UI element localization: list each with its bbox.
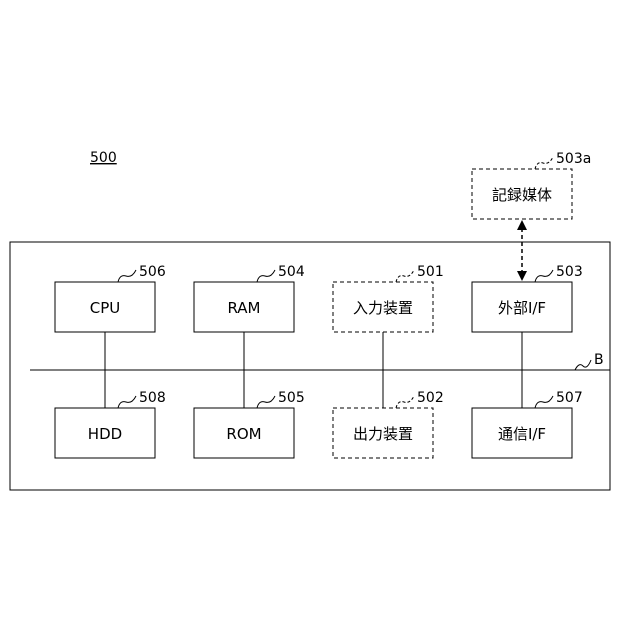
bus-label: B — [594, 352, 604, 368]
rom-leader — [257, 396, 275, 408]
communication-if-label: 通信I/F — [498, 425, 546, 443]
rom-block: ROM 505 — [194, 390, 305, 458]
input-device-block: 入力装置 501 — [333, 264, 444, 332]
medium-link-arrowhead-up — [517, 220, 527, 230]
hdd-block: HDD 508 — [55, 390, 166, 458]
recording-medium-block: 記録媒体 503a — [472, 151, 591, 219]
ram-label: RAM — [227, 299, 260, 317]
ram-leader — [257, 270, 275, 282]
output-device-leader — [396, 396, 414, 408]
ram-block: RAM 504 — [194, 264, 305, 332]
cpu-leader — [118, 270, 136, 282]
external-if-leader — [535, 270, 553, 282]
hdd-label: HDD — [88, 425, 122, 443]
recording-medium-leader — [535, 157, 553, 169]
external-if-label: 外部I/F — [498, 299, 546, 317]
bus-leader — [575, 360, 591, 370]
communication-if-block: 通信I/F 507 — [472, 390, 583, 458]
input-device-ref: 501 — [417, 264, 444, 280]
output-device-ref: 502 — [417, 390, 444, 406]
cpu-label: CPU — [90, 299, 121, 317]
external-if-block: 外部I/F 503 — [472, 264, 583, 332]
communication-if-ref: 507 — [556, 390, 583, 406]
rom-ref: 505 — [278, 390, 305, 406]
external-if-ref: 503 — [556, 264, 583, 280]
cpu-block: CPU 506 — [55, 264, 166, 332]
output-device-block: 出力装置 502 — [333, 390, 444, 458]
figure-label: 500 — [90, 150, 117, 166]
communication-if-leader — [535, 396, 553, 408]
output-device-label: 出力装置 — [353, 425, 413, 443]
rom-label: ROM — [226, 425, 261, 443]
input-device-label: 入力装置 — [353, 299, 413, 317]
recording-medium-label: 記録媒体 — [492, 186, 552, 204]
recording-medium-ref: 503a — [556, 151, 591, 167]
hdd-ref: 508 — [139, 390, 166, 406]
medium-link-arrowhead-down — [517, 271, 527, 281]
cpu-ref: 506 — [139, 264, 166, 280]
input-device-leader — [396, 270, 414, 282]
hdd-leader — [118, 396, 136, 408]
ram-ref: 504 — [278, 264, 305, 280]
